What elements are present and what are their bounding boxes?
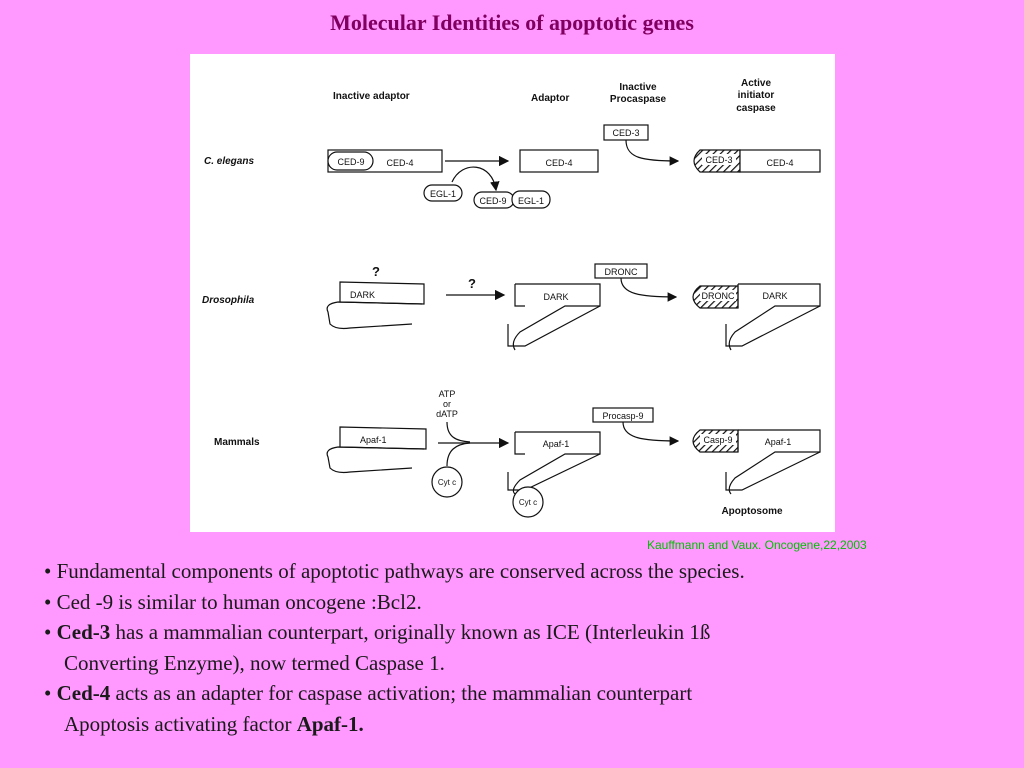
bullet-3-term: Ced-3 bbox=[56, 620, 111, 644]
drosophila-active-adaptor-label: DARK bbox=[762, 291, 787, 301]
celegans-inactive-ced4-label: CED-4 bbox=[386, 158, 413, 168]
mammals-active-adaptor-label: Apaf-1 bbox=[765, 437, 792, 447]
celegans-egl1-pill bbox=[423, 184, 463, 202]
apoptosis-pathway-figure: Inactive adaptor Adaptor Inactive Procas… bbox=[190, 54, 835, 532]
mammals-cytc-free-label: Cyt c bbox=[438, 478, 456, 487]
bullet-3-text: has a mammalian counterpart, originally … bbox=[110, 620, 711, 644]
drosophila-question-top: ? bbox=[372, 264, 380, 279]
celegans-inactive-ced9-label: CED-9 bbox=[337, 157, 364, 167]
celegans-active-caspase-label-bg bbox=[702, 154, 736, 165]
row-label-drosophila: Drosophila bbox=[202, 295, 255, 306]
mammals-cytc-bound bbox=[512, 486, 544, 518]
drosophila-active-adaptor: DARK bbox=[725, 283, 821, 351]
mammals-inactive-apaf1: Apaf-1 bbox=[326, 426, 427, 474]
bullet-4-text: acts as an adapter for caspase activatio… bbox=[110, 681, 693, 705]
celegans-inactive-complex: CED-9 CED-4 bbox=[327, 149, 443, 173]
bullet-4-line2-text: Apoptosis activating factor bbox=[64, 711, 297, 736]
bullet-4-continuation: Apoptosis activating factor Apaf-1. bbox=[44, 709, 1014, 740]
header-active-initiator-2: initiator bbox=[738, 90, 775, 101]
apoptosome-label: Apoptosome bbox=[721, 506, 783, 517]
celegans-active-adaptor-label: CED-4 bbox=[766, 158, 793, 168]
mammals-procaspase-label: Procasp-9 bbox=[602, 411, 643, 421]
header-inactive-procaspase-1: Inactive bbox=[619, 82, 657, 93]
row-label-mammals: Mammals bbox=[214, 437, 260, 448]
row-label-celegans: C. elegans bbox=[204, 156, 254, 167]
mammals-cofactor-or: or bbox=[443, 399, 451, 409]
header-active-initiator-3: caspase bbox=[736, 103, 776, 114]
bullet-list: • Fundamental components of apoptotic pa… bbox=[44, 556, 1014, 739]
bullet-3-continuation: Converting Enzyme), now termed Caspase 1… bbox=[64, 650, 445, 675]
celegans-active-adaptor-box bbox=[739, 149, 821, 173]
drosophila-procaspase-label: DRONC bbox=[605, 267, 638, 277]
bullet-4-term: Ced-4 bbox=[56, 681, 111, 705]
header-inactive-procaspase-2: Procaspase bbox=[610, 94, 667, 105]
mammals-active-adaptor: Apaf-1 bbox=[725, 429, 821, 495]
drosophila-inactive-dark: DARK bbox=[326, 281, 425, 330]
mammals-adaptor: Apaf-1 bbox=[507, 431, 601, 495]
header-active-initiator-1: Active bbox=[741, 78, 771, 89]
mammals-cofactor-atp: ATP bbox=[439, 389, 456, 399]
slide-title: Molecular Identities of apoptotic genes bbox=[330, 10, 694, 35]
celegans-complex-egl1-label: EGL-1 bbox=[518, 196, 544, 206]
drosophila-adaptor: DARK bbox=[507, 283, 601, 351]
bullet-3: • Ced-3 has a mammalian counterpart, ori… bbox=[44, 617, 1014, 648]
celegans-egl1-curve bbox=[451, 166, 500, 192]
mammals-cytc-curve bbox=[446, 442, 471, 467]
bullet-2: • Ced -9 is similar to human oncogene :B… bbox=[44, 589, 422, 614]
celegans-active-caspase-label: CED-3 bbox=[705, 155, 732, 165]
header-inactive-adaptor: Inactive adaptor bbox=[333, 91, 410, 102]
drosophila-inactive-label: DARK bbox=[350, 290, 375, 300]
drosophila-question-arrow: ? bbox=[468, 276, 476, 291]
bullet-4-line2-term: Apaf-1. bbox=[296, 711, 364, 736]
mammals-cofactor-curve bbox=[446, 421, 471, 443]
bullet-4-marker: • bbox=[44, 681, 57, 705]
mammals-active-caspase-label: Casp-9 bbox=[703, 435, 732, 445]
drosophila-procaspase-arrow bbox=[620, 277, 678, 302]
mammals-cofactor-datp: dATP bbox=[436, 409, 458, 419]
mammals-adaptor-label: Apaf-1 bbox=[543, 439, 570, 449]
mammals-cytc-free bbox=[431, 466, 463, 498]
header-adaptor: Adaptor bbox=[531, 93, 569, 104]
celegans-procaspase-arrow bbox=[625, 139, 680, 166]
mammals-active-caspase-label-bg bbox=[700, 434, 736, 445]
celegans-complex-ced9-label: CED-9 bbox=[479, 196, 506, 206]
celegans-procaspase-label: CED-3 bbox=[612, 128, 639, 138]
bullet-4: • Ced-4 acts as an adapter for caspase a… bbox=[44, 678, 1014, 709]
mammals-cytc-bound-label: Cyt c bbox=[519, 498, 537, 507]
drosophila-active-caspase-label: DRONC bbox=[702, 291, 735, 301]
celegans-adaptor-box bbox=[519, 149, 599, 173]
citation: Kauffmann and Vaux. Oncogene,22,2003 bbox=[647, 538, 867, 552]
bullet-3-marker: • bbox=[44, 620, 57, 644]
celegans-egl1-label: EGL-1 bbox=[430, 189, 456, 199]
bullet-1: • Fundamental components of apoptotic pa… bbox=[44, 559, 745, 583]
mammals-inactive-label: Apaf-1 bbox=[360, 435, 387, 445]
drosophila-active-caspase-label-bg bbox=[700, 290, 736, 301]
celegans-adaptor-label: CED-4 bbox=[545, 158, 572, 168]
mammals-procaspase-arrow bbox=[622, 421, 680, 446]
drosophila-adaptor-label: DARK bbox=[543, 292, 568, 302]
celegans-ced9-egl1-complex: CED-9 EGL-1 bbox=[473, 190, 551, 209]
